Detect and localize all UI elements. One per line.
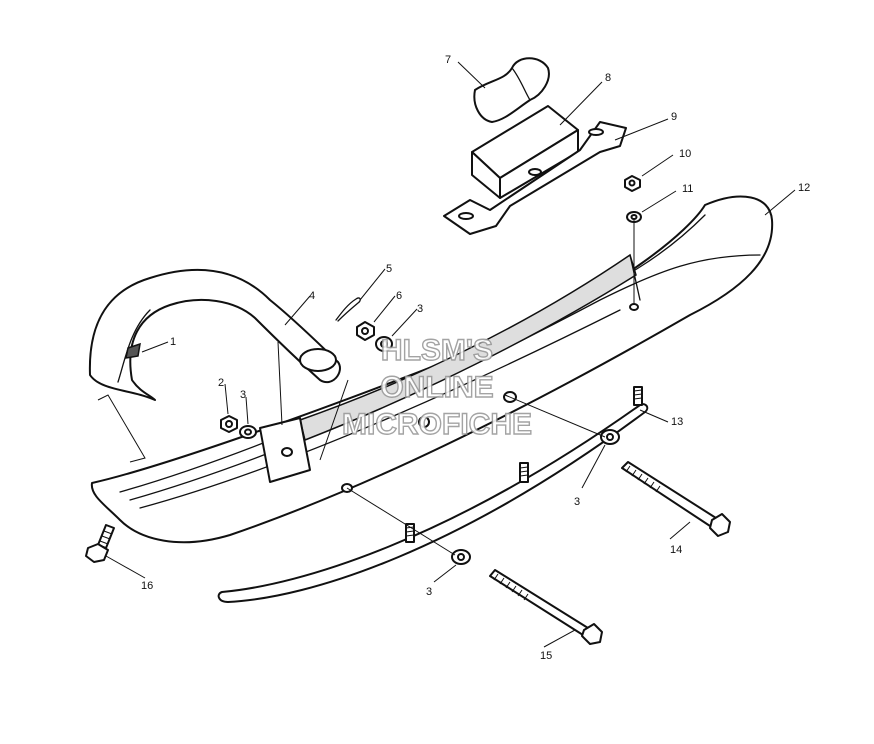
callout-2: 2: [218, 377, 224, 389]
callout-15: 15: [540, 650, 552, 662]
watermark-line-1: HLSM'S: [381, 334, 493, 367]
watermark-line-3: MICROFICHE: [342, 408, 532, 441]
callout-8: 8: [605, 72, 611, 84]
callout-11: 11: [682, 183, 693, 195]
callout-13: 13: [671, 416, 683, 428]
callout-3: 3: [574, 496, 580, 508]
callout-3: 3: [417, 303, 423, 315]
saddle-bracket: [471, 105, 579, 199]
callout-1: 1: [170, 336, 176, 348]
callout-7: 7: [445, 54, 451, 66]
callout-6: 6: [396, 290, 402, 302]
callout-9: 9: [671, 111, 677, 123]
callout-5: 5: [386, 263, 392, 275]
bolt-14: [621, 461, 731, 537]
callout-3: 3: [240, 389, 246, 401]
leader-lines: [97, 61, 796, 648]
ski-loop: [88, 268, 341, 401]
watermark-line-2: ONLINE: [380, 371, 493, 404]
watermark: HLSM'S ONLINE MICROFICHE: [341, 333, 532, 441]
callout-3: 3: [426, 586, 432, 598]
callout-14: 14: [670, 544, 682, 556]
hardware: [220, 175, 642, 565]
callout-10: 10: [679, 148, 691, 160]
callout-16: 16: [141, 580, 153, 592]
saddle-top: [473, 57, 550, 123]
bolt-15: [489, 569, 603, 645]
callout-12: 12: [798, 182, 810, 194]
callout-4: 4: [309, 290, 315, 302]
ski-body: [90, 195, 774, 544]
callout-labels: 1 2 3 3 3 3 4 5 6 7 8 9 10 11 12 13 14 1…: [141, 54, 810, 662]
bolt-16: [85, 524, 115, 563]
